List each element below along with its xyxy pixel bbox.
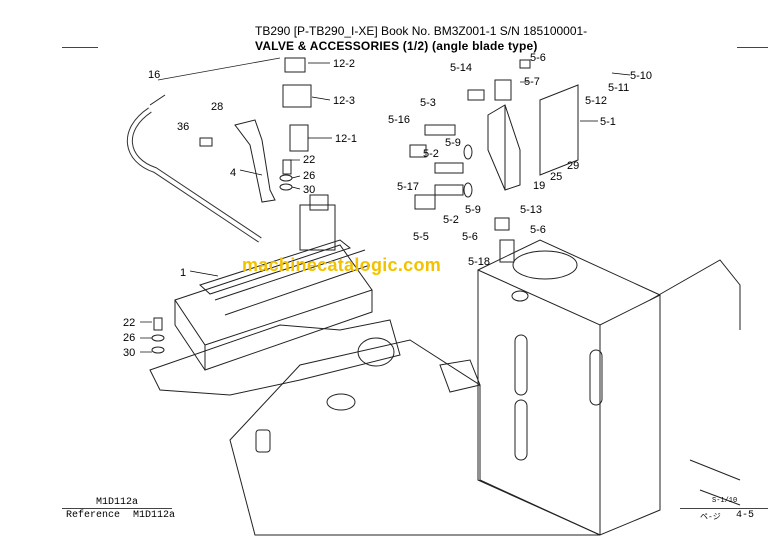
callout-12-1: 12-1 — [335, 133, 357, 145]
callout-5-2: 5-2 — [423, 148, 439, 160]
top-rule-right — [737, 47, 768, 48]
callout-5-18: 5-18 — [468, 256, 490, 268]
callout-29: 29 — [567, 160, 579, 172]
callout-26: 26 — [303, 170, 315, 182]
block-12-3 — [282, 84, 312, 108]
callout-28: 28 — [211, 101, 223, 113]
callout-5-9-lower: 5-9 — [465, 204, 481, 216]
callout-26-lower: 26 — [123, 332, 135, 344]
callout-5-7: 5-7 — [524, 76, 540, 88]
small-code: S-1/10 — [712, 497, 738, 505]
callout-1: 1 — [180, 267, 186, 279]
bracket-4 — [234, 119, 276, 203]
callout-12-2: 12-2 — [333, 58, 355, 70]
callout-5-3: 5-3 — [420, 97, 436, 109]
callout-5-12: 5-12 — [585, 95, 607, 107]
plate-5-1 — [539, 84, 579, 176]
callout-30: 30 — [303, 184, 315, 196]
callout-5-6-right: 5-6 — [530, 224, 546, 236]
callout-25: 25 — [550, 171, 562, 183]
callout-5-10: 5-10 — [630, 70, 652, 82]
callout-30-lower: 30 — [123, 347, 135, 359]
page-prefix: ペ-ジ — [700, 513, 721, 522]
hydraulic-tank — [477, 239, 661, 536]
callout-5-1: 5-1 — [600, 116, 616, 128]
base-plate — [149, 319, 401, 396]
footer-rule-left — [62, 508, 172, 509]
reference-code-top: M1D112a — [96, 497, 139, 508]
page-title: VALVE & ACCESSORIES (1/2) (angle blade t… — [255, 39, 538, 53]
page-number: 4-5 — [736, 510, 755, 521]
control-valve-1 — [174, 194, 373, 371]
footer-rule-right — [680, 508, 768, 509]
machine-frame — [229, 259, 741, 536]
reference-label: Reference — [66, 510, 121, 521]
callout-19: 19 — [533, 180, 545, 192]
valve-block-5 — [487, 79, 521, 191]
callout-5-14: 5-14 — [450, 62, 472, 74]
callout-5-16: 5-16 — [388, 114, 410, 126]
callout-5-6: 5-6 — [530, 52, 546, 64]
callout-4: 4 — [230, 167, 236, 179]
fitting-12-2 — [284, 57, 306, 73]
callout-16: 16 — [148, 69, 160, 81]
callout-5-11: 5-11 — [608, 82, 629, 94]
callout-36: 36 — [177, 121, 189, 133]
callout-22-lower: 22 — [123, 317, 135, 329]
callout-5-13: 5-13 — [520, 204, 542, 216]
callout-22: 22 — [303, 154, 315, 166]
callout-5-2-lower: 5-2 — [443, 214, 459, 226]
callout-12-3: 12-3 — [333, 95, 355, 107]
catalog-header-line: TB290 [P-TB290_I-XE] Book No. BM3Z001-1 … — [255, 24, 588, 38]
hose-16 — [127, 107, 262, 243]
callout-5-5: 5-5 — [413, 231, 429, 243]
callout-5-6-mid: 5-6 — [462, 231, 478, 243]
callout-5-9: 5-9 — [445, 137, 461, 149]
callout-5-17: 5-17 — [397, 181, 419, 193]
watermark-text: machinecatalogic.com — [242, 255, 442, 275]
reference-code: M1D112a — [133, 510, 176, 521]
top-rule-left — [62, 47, 98, 48]
fitting-12-1 — [289, 124, 309, 152]
